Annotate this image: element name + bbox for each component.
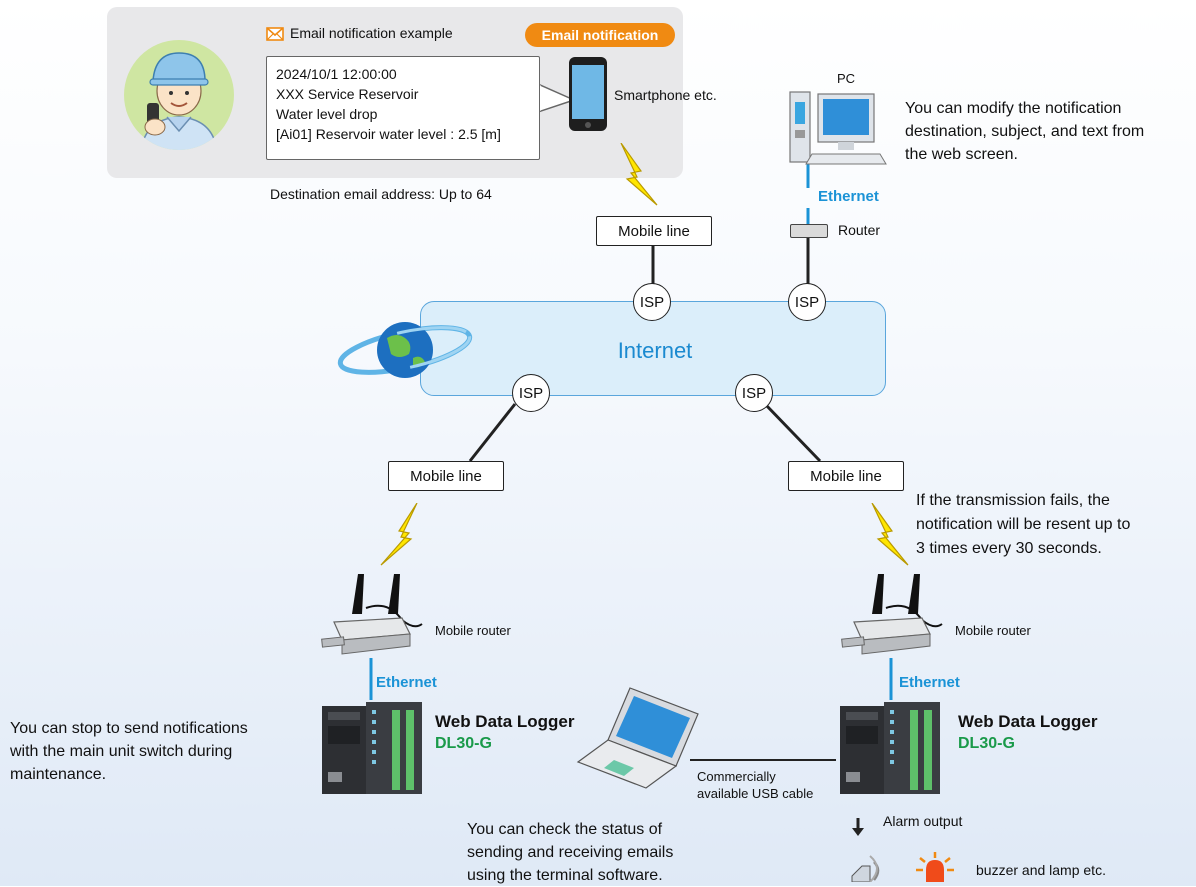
right-device-name: Web Data Logger — [958, 712, 1098, 731]
maintenance-note: You can stop to send notifications with … — [10, 717, 248, 786]
mobile-router-label: Mobile router — [435, 623, 511, 638]
lightning-icon — [620, 143, 658, 206]
retry-note-line: 3 times every 30 seconds. — [916, 540, 1102, 557]
maintenance-note-line: You can stop to send notifications — [10, 720, 248, 737]
email-line: XXX Service Reservoir — [276, 86, 419, 102]
buzzer-icon — [851, 855, 880, 882]
mail-icon — [266, 27, 284, 41]
isp-label: ISP — [794, 293, 820, 311]
alarm-devices-label: buzzer and lamp etc. — [976, 862, 1106, 878]
isp-label: ISP — [518, 384, 544, 402]
lightning-icon — [380, 503, 418, 566]
destination-note: Destination email address: Up to 64 — [270, 186, 492, 202]
alarm-output-label: Alarm output — [883, 813, 963, 829]
globe-icon — [337, 322, 473, 378]
internet-label: Internet — [617, 338, 693, 363]
terminal-note: You can check the status of sending and … — [467, 818, 673, 887]
retry-note-line: If the transmission fails, the — [916, 492, 1110, 509]
email-line: 2024/10/1 12:00:00 — [276, 66, 397, 82]
isp-label: ISP — [639, 293, 665, 311]
pc-note-line: the web screen. — [905, 146, 1018, 163]
data-logger-icon — [322, 702, 422, 794]
email-example-header: Email notification example — [290, 25, 453, 41]
right-device-model: DL30-G — [958, 735, 1015, 752]
retry-note: If the transmission fails, the notificat… — [916, 489, 1130, 561]
isp-label: ISP — [741, 384, 767, 402]
data-logger-icon — [840, 702, 940, 794]
pc-icon — [789, 91, 887, 165]
usb-cable-line: available USB cable — [697, 786, 814, 801]
smartphone-icon — [569, 57, 607, 131]
terminal-note-line: sending and receiving emails — [467, 844, 674, 861]
mobile-router-icon — [321, 574, 423, 655]
isp-bottom-right: ISP — [735, 374, 773, 412]
pc-note-line: You can modify the notification — [905, 100, 1122, 117]
pc-note-line: destination, subject, and text from — [905, 123, 1145, 140]
right-ethernet-label: Ethernet — [899, 674, 960, 691]
isp-top-left: ISP — [633, 283, 671, 321]
pc-ethernet-label: Ethernet — [818, 188, 879, 205]
maintenance-note-line: with the main unit switch during — [10, 743, 233, 760]
pc-label: PC — [837, 71, 856, 86]
terminal-note-line: You can check the status of — [467, 821, 663, 838]
lamp-icon — [916, 852, 954, 882]
mobile-line-right: Mobile line — [788, 461, 904, 491]
mobile-router-icon — [841, 574, 943, 655]
usb-cable-line: Commercially — [697, 769, 776, 784]
worker-avatar — [124, 40, 234, 150]
usb-cable-label: Commercially available USB cable — [697, 768, 813, 802]
terminal-note-line: using the terminal software. — [467, 867, 663, 884]
maintenance-note-line: maintenance. — [10, 766, 107, 783]
email-card: 2024/10/1 12:00:00 XXX Service Reservoir… — [266, 56, 540, 160]
left-device-name: Web Data Logger — [435, 712, 575, 731]
pc-note: You can modify the notification destinat… — [905, 97, 1144, 166]
left-ethernet-label: Ethernet — [376, 674, 437, 691]
mobile-line-left: Mobile line — [388, 461, 504, 491]
retry-note-line: notification will be resent up to — [916, 516, 1131, 533]
email-notification-badge: Email notification — [525, 23, 675, 47]
isp-bottom-left: ISP — [512, 374, 550, 412]
left-device-model: DL30-G — [435, 735, 492, 752]
router-icon — [790, 224, 828, 238]
router-label: Router — [838, 222, 881, 238]
isp-top-right: ISP — [788, 283, 826, 321]
email-line: [Ai01] Reservoir water level : 2.5 [m] — [276, 126, 501, 142]
laptop-icon — [576, 687, 699, 789]
mobile-router-label: Mobile router — [955, 623, 1031, 638]
email-line: Water level drop — [276, 106, 378, 122]
smartphone-label: Smartphone etc. — [614, 87, 717, 103]
lightning-icon — [871, 503, 909, 566]
mobile-line-top: Mobile line — [596, 216, 712, 246]
